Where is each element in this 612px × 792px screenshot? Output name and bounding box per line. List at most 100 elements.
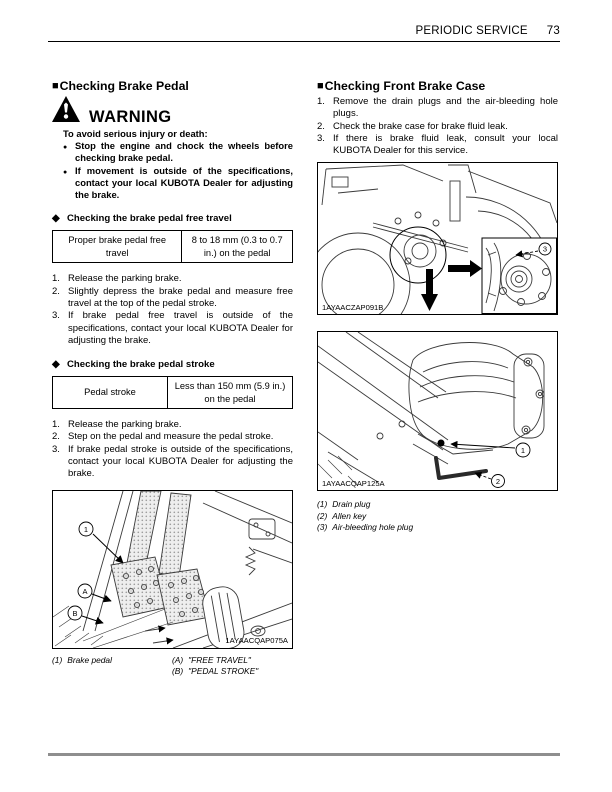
section-title: Checking Brake Pedal [59, 79, 189, 93]
step-text: Release the parking brake. [68, 273, 182, 285]
list-item: 3. If there is brake fluid leak, consult… [317, 133, 558, 158]
right-column: ■ Checking Front Brake Case 1. Remove th… [317, 79, 558, 534]
list-item: 1. Remove the drain plugs and the air-bl… [317, 96, 558, 121]
legend-item: (1) Brake pedal [52, 655, 172, 678]
diamond-icon: ◆ [52, 359, 60, 371]
section-heading-front-brake-case: ■ Checking Front Brake Case [317, 79, 558, 93]
figure-code: 1AYAACQAP075A [225, 636, 289, 645]
legend-item: (B)"PEDAL STROKE" [172, 666, 258, 678]
list-item: 1. Release the parking brake. [52, 273, 293, 285]
warning-intro: To avoid serious injury or death: [63, 128, 208, 139]
pedal-stroke-steps: 1. Release the parking brake. 2. Step on… [52, 419, 293, 480]
legend-ab: (A)"FREE TRAVEL" (B)"PEDAL STROKE" [172, 655, 258, 678]
legend-text: Air-bleeding hole plug [332, 522, 414, 533]
legend-key: (1) [52, 654, 63, 665]
legend-text: Brake pedal [67, 654, 112, 665]
down-arrow-icon [421, 269, 438, 312]
warning-word: WARNING [89, 107, 172, 126]
diamond-icon: ◆ [52, 213, 60, 225]
step-text: Release the parking brake. [68, 419, 182, 431]
callout-1-label: 1 [84, 524, 88, 533]
step-number: 3. [317, 132, 325, 144]
table-row: Proper brake pedal free travel 8 to 18 m… [51, 230, 293, 264]
callout-B: B [67, 605, 104, 625]
legend-item: (2) Allen key [317, 511, 558, 523]
section-marker: ■ [52, 80, 59, 92]
step-number: 1. [317, 96, 325, 107]
legend-item: (A)"FREE TRAVEL" [172, 655, 258, 667]
subheading-free-travel: ◆ Checking the brake pedal free travel [52, 213, 293, 224]
pedal-stroke-spec-table: Pedal stroke Less than 150 mm (5.9 in.) … [52, 376, 293, 410]
step-number: 3. [52, 443, 60, 455]
subheading-pedal-stroke: ◆ Checking the brake pedal stroke [52, 359, 293, 370]
list-item: 2. Step on the pedal and measure the ped… [52, 431, 293, 443]
allen-key-shape [434, 456, 488, 481]
warning-header: WARNING [52, 96, 293, 127]
legend-text: Drain plug [332, 499, 371, 510]
warning-bullet-text: If movement is outside of the specificat… [75, 164, 293, 201]
list-item: 1. Release the parking brake. [52, 419, 293, 431]
table-row: Pedal stroke Less than 150 mm (5.9 in.) … [52, 376, 293, 410]
figure-code: 1AYAACQAP125A [322, 479, 386, 488]
legend-key: (2) [317, 510, 328, 521]
step-number: 2. [317, 120, 325, 132]
spec-value-cell: 8 to 18 mm (0.3 to 0.7 in.) on the pedal [181, 230, 293, 264]
brake-case-illustration: 1 2 1AYAACQAP125A [318, 332, 545, 489]
callout-1: 1 [450, 441, 531, 458]
brake-case-legend: (1) Drain plug (2) Allen key (3) Air-bleedi… [317, 499, 558, 534]
legend-text: "PEDAL STROKE" [188, 666, 259, 677]
free-travel-steps: 1. Release the parking brake. 2. Slightl… [52, 273, 293, 347]
step-text: If there is brake fluid leak, consult yo… [333, 132, 558, 157]
legend-text: Allen key [332, 510, 367, 521]
list-item: 2. Check the brake case for brake fluid … [317, 121, 558, 133]
spec-value-cell: Less than 150 mm (5.9 in.) on the pedal [167, 376, 293, 410]
brake-pedal-figure: 1 A B 1AYAACQAP075A [52, 489, 293, 649]
step-text: Remove the drain plugs and the air-bleed… [333, 96, 558, 120]
callout-B-label: B [72, 608, 77, 617]
callout-2-label: 2 [496, 477, 500, 486]
legend-item: (1) Drain plug [317, 499, 558, 511]
list-item: 3. If brake pedal stroke is outside of t… [52, 444, 293, 481]
step-number: 1. [52, 419, 60, 431]
step-number: 2. [52, 431, 60, 443]
front-axle-figure: 3 1AYAACZAP091B [317, 162, 558, 316]
warning-triangle-icon [52, 96, 80, 127]
figure-code: 1AYAACZAP091B [322, 303, 383, 312]
step-text: If brake pedal stroke is outside of the … [68, 443, 293, 480]
step-text: Step on the pedal and measure the pedal … [68, 431, 274, 443]
step-number: 2. [52, 285, 60, 297]
page-header: PERIODIC SERVICE 73 [416, 25, 560, 37]
spec-label-cell: Proper brake pedal free travel [51, 230, 183, 264]
bullet-icon: ● [63, 144, 68, 152]
legend-text: "FREE TRAVEL" [188, 654, 251, 665]
section-title: Checking Front Brake Case [324, 79, 486, 93]
front-axle-illustration: 3 1AYAACZAP091B [318, 165, 557, 315]
step-text: If brake pedal free travel is outside of… [68, 310, 293, 346]
list-item: 2. Slightly depress the brake pedal and … [52, 286, 293, 311]
subheading-title: Checking the brake pedal free travel [67, 213, 232, 225]
warning-bullet: ● If movement is outside of the specific… [63, 165, 293, 202]
callout-2: 2 [474, 472, 505, 489]
header-rule [48, 41, 560, 42]
callout-A: A [77, 583, 112, 602]
footer-rule [48, 753, 560, 756]
step-text: Check the brake case for brake fluid lea… [333, 120, 508, 132]
header-title: PERIODIC SERVICE [415, 25, 528, 37]
callout-1-label: 1 [521, 446, 525, 455]
legend-item: (3) Air-bleeding hole plug [317, 522, 558, 534]
drain-plug-dot [437, 439, 445, 447]
callout-1: 1 [78, 521, 124, 564]
subheading-title: Checking the brake pedal stroke [67, 359, 215, 371]
right-arrow-icon [448, 260, 482, 278]
section-heading-brake-pedal: ■ Checking Brake Pedal [52, 79, 293, 93]
warning-bullet-text: Stop the engine and chock the wheels bef… [75, 140, 293, 164]
brake-case-figure: 1 2 1AYAACQAP125A [317, 331, 558, 492]
legend-key: (1) [317, 499, 328, 510]
callout-A-label: A [82, 586, 87, 595]
legend-key: (3) [317, 522, 328, 533]
step-number: 1. [52, 273, 60, 285]
list-item: 3. If brake pedal free travel is outside… [52, 310, 293, 347]
brake-pedal-legend: (1) Brake pedal (A)"FREE TRAVEL" (B)"PEDA… [52, 655, 293, 678]
section-marker: ■ [317, 80, 324, 92]
page-number: 73 [546, 25, 560, 37]
